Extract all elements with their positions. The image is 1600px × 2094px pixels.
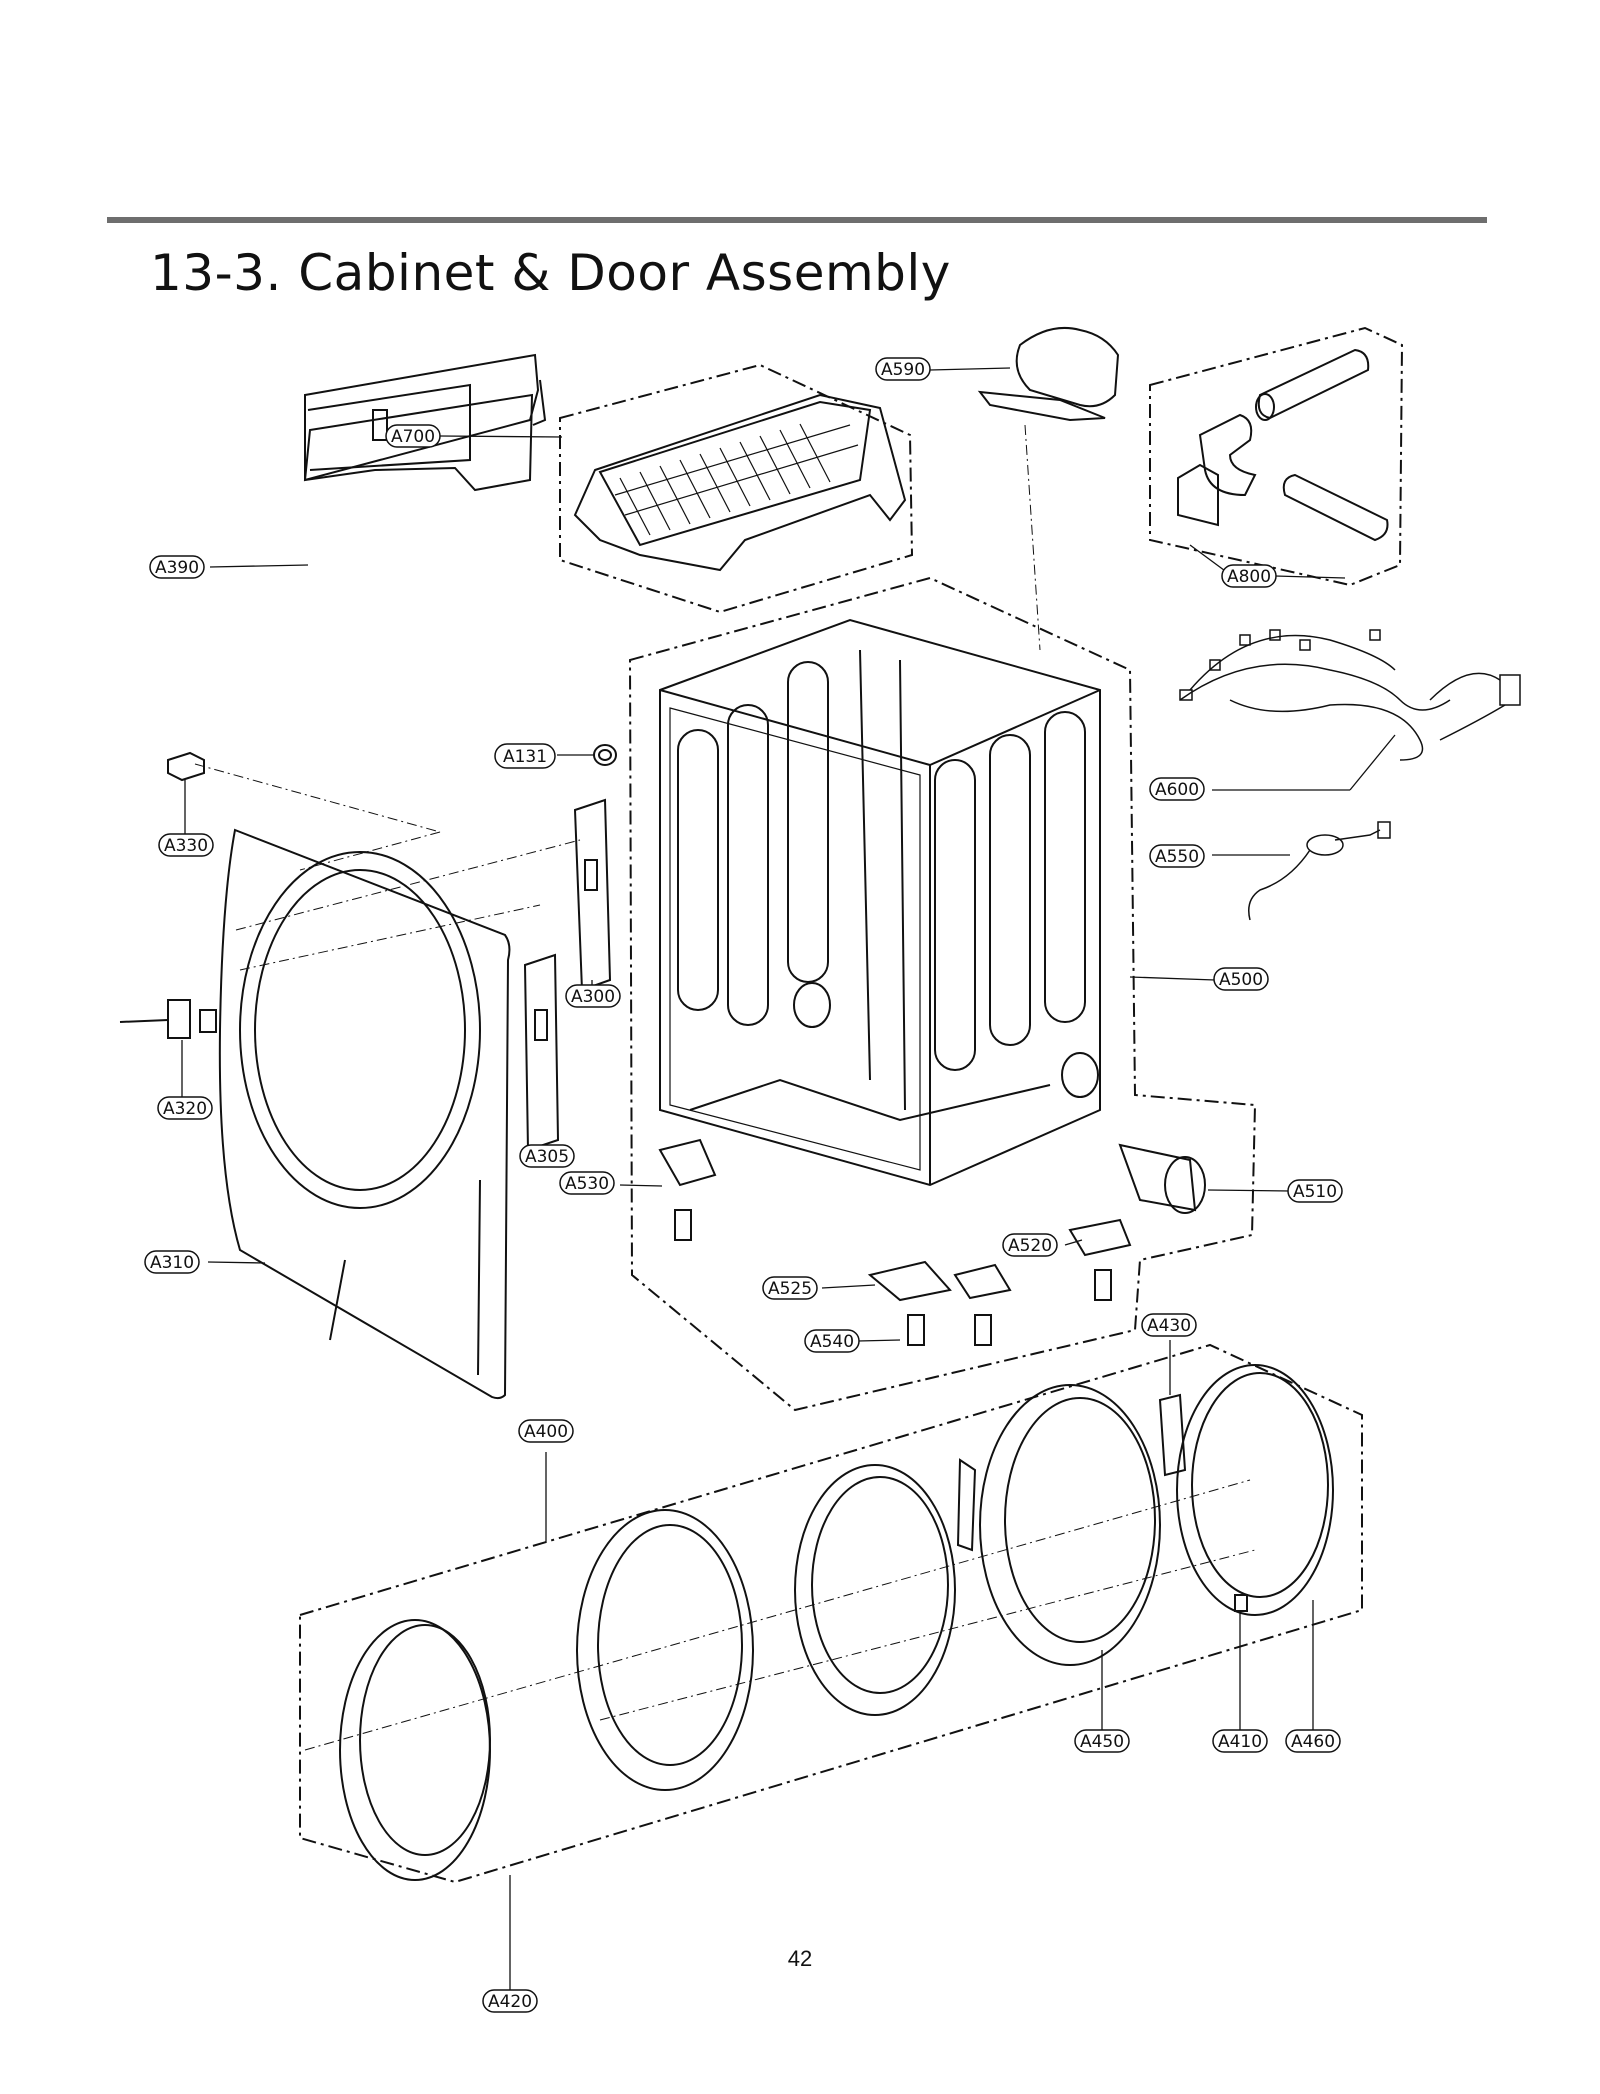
leader-lines	[181, 367, 1396, 1990]
callout-a430: A430	[1141, 1313, 1197, 1337]
svg-text:A420: A420	[488, 1992, 532, 2012]
callout-a800: A800	[1221, 564, 1277, 588]
svg-text:A590: A590	[881, 360, 925, 380]
callout-a460: A460	[1285, 1729, 1341, 1753]
callout-a540: A540	[804, 1329, 860, 1353]
group-outline-duct-kit	[1149, 326, 1404, 587]
group-outline-cabinet	[628, 576, 1257, 1412]
door-ring-inner	[576, 1509, 754, 1791]
callout-a131: A131	[494, 743, 556, 769]
svg-text:A540: A540	[810, 1332, 854, 1352]
callout-a600: A600	[1149, 777, 1205, 801]
pin-part-a410	[1234, 1594, 1248, 1612]
svg-text:A700: A700	[391, 427, 435, 447]
svg-text:A525: A525	[768, 1279, 812, 1299]
callout-a520: A520	[1002, 1233, 1058, 1257]
page-title: 13-3. Cabinet & Door Assembly	[150, 244, 951, 302]
callout-a300: A300	[565, 984, 621, 1008]
svg-text:A400: A400	[524, 1422, 568, 1442]
door-glass	[794, 1464, 956, 1716]
front-panel-a310	[218, 828, 511, 1400]
callout-a330: A330	[158, 833, 214, 857]
duct-kit-a800	[1177, 348, 1389, 542]
group-outline-door	[299, 1343, 1363, 1884]
foot-parts	[658, 1138, 1132, 1346]
svg-text:A550: A550	[1155, 847, 1199, 867]
callout-a525: A525	[762, 1276, 818, 1300]
door-ring-a450	[956, 1384, 1161, 1666]
callout-a450: A450	[1074, 1729, 1130, 1753]
svg-text:A330: A330	[164, 836, 208, 856]
reference-lines	[194, 424, 1256, 1751]
callout-badges: A590 A700 A390 A800 A131 A330 A600 A550 …	[144, 357, 1343, 2013]
callout-a530: A530	[559, 1171, 615, 1195]
part-a330	[167, 751, 205, 782]
callout-a510: A510	[1287, 1179, 1343, 1203]
callout-a305: A305	[519, 1144, 575, 1168]
callout-a700: A700	[385, 424, 441, 448]
callout-a420: A420	[482, 1989, 538, 2013]
header-rule	[107, 217, 1487, 223]
svg-text:A530: A530	[565, 1174, 609, 1194]
door-ring-a420	[339, 1619, 491, 1881]
part-a590	[977, 326, 1120, 422]
duct-part-a510	[1118, 1143, 1206, 1214]
cord-part-a550	[1248, 821, 1391, 921]
svg-text:A320: A320	[163, 1099, 207, 1119]
knob-part-a131	[593, 744, 617, 766]
callout-a320: A320	[157, 1096, 213, 1120]
callout-a410: A410	[1212, 1729, 1268, 1753]
svg-text:A131: A131	[503, 747, 547, 767]
svg-text:A520: A520	[1008, 1236, 1052, 1256]
svg-text:A450: A450	[1080, 1732, 1124, 1752]
bracket-part-a305	[523, 953, 560, 1152]
cabinet-part-a500	[659, 618, 1101, 1187]
callout-a390: A390	[149, 555, 205, 579]
callout-a400: A400	[518, 1419, 574, 1443]
svg-text:A460: A460	[1291, 1732, 1335, 1752]
svg-text:A430: A430	[1147, 1316, 1191, 1336]
svg-text:A300: A300	[571, 987, 615, 1007]
callout-a310: A310	[144, 1250, 200, 1274]
svg-text:A410: A410	[1218, 1732, 1262, 1752]
svg-text:A390: A390	[155, 558, 199, 578]
hinge-part-a430	[1158, 1393, 1187, 1477]
svg-text:A800: A800	[1227, 567, 1271, 587]
bracket-part-a300	[573, 798, 612, 992]
panel-part-a390	[303, 353, 547, 492]
callout-a550: A550	[1149, 844, 1205, 868]
svg-text:A305: A305	[525, 1147, 569, 1167]
group-outline-top-shelf	[559, 363, 914, 614]
callout-a500: A500	[1213, 967, 1269, 991]
svg-text:A310: A310	[150, 1253, 194, 1273]
page-number: 42	[787, 1946, 813, 1971]
latch-part-a320	[119, 999, 217, 1039]
svg-text:A510: A510	[1293, 1182, 1337, 1202]
rack-part-a700	[573, 393, 907, 572]
callout-a590: A590	[875, 357, 931, 381]
svg-text:A500: A500	[1219, 970, 1263, 990]
harness-part-a600	[1179, 629, 1521, 761]
door-gasket-a460	[1176, 1364, 1334, 1616]
svg-text:A600: A600	[1155, 780, 1199, 800]
